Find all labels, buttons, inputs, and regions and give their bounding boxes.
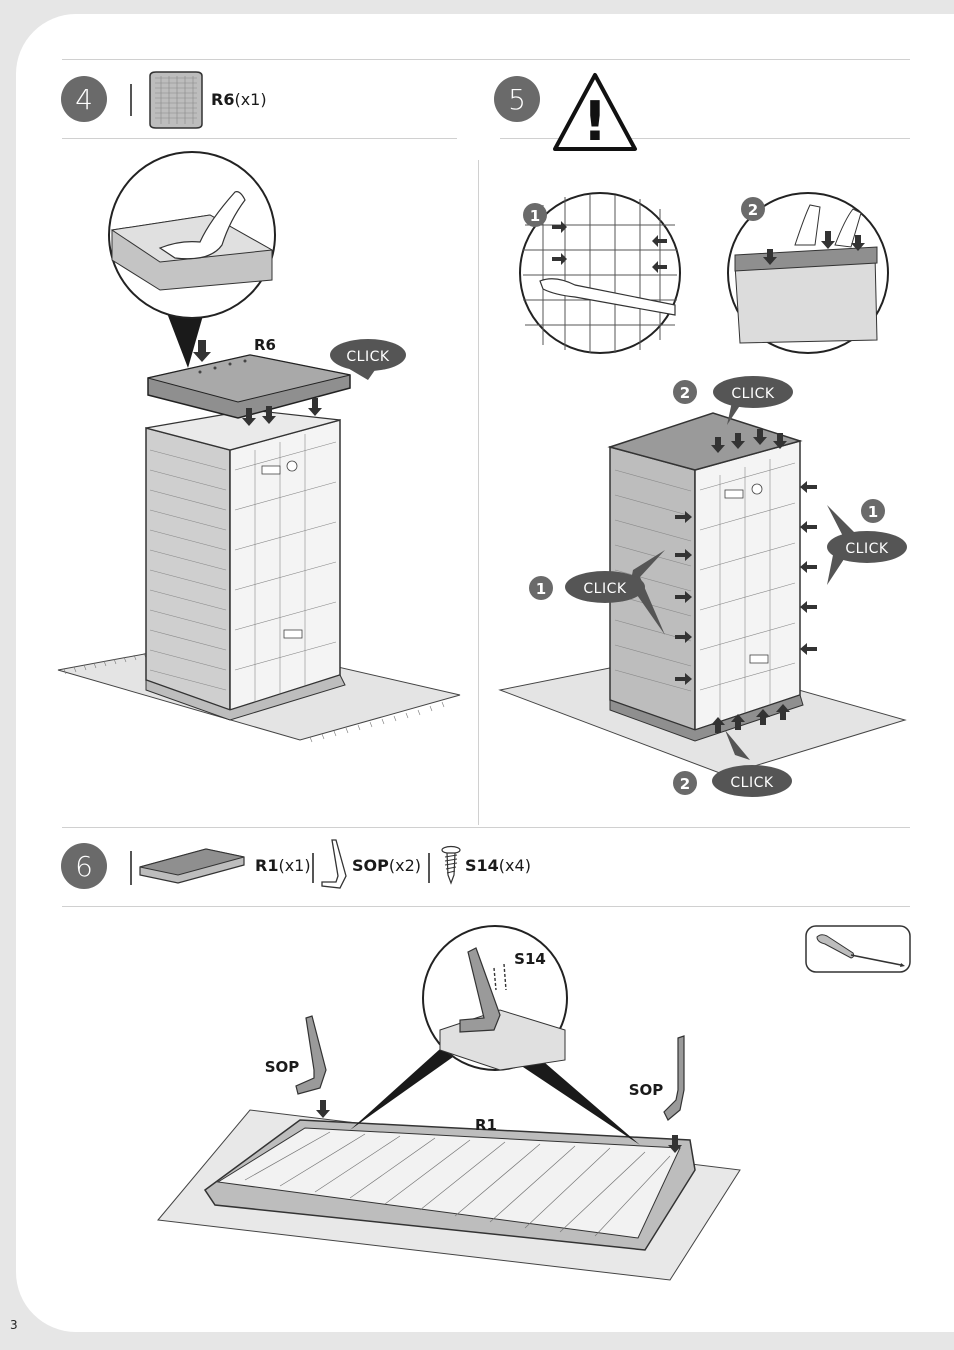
- s14-screw-icon: [441, 845, 461, 885]
- click-callout-bottom: CLICK 2: [673, 730, 792, 797]
- step5-header-rule: [500, 138, 910, 139]
- sop-right-support: [663, 1035, 685, 1153]
- step-divider: [478, 160, 479, 825]
- right-click-number: 1: [868, 503, 878, 521]
- r1-part-label: R1(x1): [255, 856, 311, 875]
- click-callout-top: CLICK 2: [673, 376, 793, 425]
- page-number: 3: [10, 1318, 18, 1332]
- click-label-left: CLICK: [583, 581, 626, 597]
- detail-2-number: 2: [748, 201, 758, 219]
- step-4-separator: [130, 84, 132, 116]
- r1-part-code: R1: [255, 856, 279, 875]
- click-callout-left: CLICK 1: [529, 550, 665, 635]
- bottom-click-number: 2: [680, 775, 690, 793]
- step-6-badge: 6: [61, 843, 107, 889]
- sop-left-support: [295, 1015, 330, 1118]
- down-arrows: [193, 340, 322, 426]
- detail-circle-1: 1: [519, 192, 681, 354]
- step6-header-rule: [62, 906, 910, 907]
- top-rule: [62, 59, 910, 60]
- step4-header-rule: [62, 138, 457, 139]
- warning-symbol: !: [583, 90, 608, 153]
- sop-part-label: SOP(x2): [352, 856, 421, 875]
- warning-triangle-icon: !: [553, 73, 637, 153]
- r6-panel-label: R6: [254, 336, 276, 354]
- click-callout-right: CLICK 1: [827, 499, 907, 585]
- step6-top-rule: [62, 827, 910, 828]
- zoom-detail-circle: [350, 925, 640, 1145]
- top-click-number: 2: [680, 384, 690, 402]
- s14-screw-label: S14: [514, 950, 546, 968]
- sop-part-code: SOP: [352, 856, 389, 875]
- r1-base: [203, 1119, 696, 1251]
- step-4-illustration: CLICK R6: [57, 151, 461, 743]
- step-4-badge: 4: [61, 76, 107, 122]
- step-6-separator: [130, 851, 132, 885]
- sop-s14-separator: [428, 853, 430, 883]
- sop-part-qty: (x2): [388, 856, 421, 875]
- zoom-detail-circle: [108, 151, 276, 368]
- r6-panel-icon: [149, 71, 203, 129]
- click-callout: CLICK: [330, 339, 406, 380]
- r1-base-icon: [139, 848, 245, 884]
- s14-part-code: S14: [465, 856, 499, 875]
- cabinet-body: [145, 409, 346, 721]
- step-5-illustration: 1 2: [498, 192, 907, 797]
- r6-lid: [147, 354, 351, 419]
- sop-right-label: SOP: [629, 1081, 664, 1099]
- detail-1-number: 1: [530, 207, 540, 225]
- r1-part-qty: (x1): [278, 856, 311, 875]
- click-label-top: CLICK: [731, 386, 774, 402]
- screwdriver-icon: [805, 925, 911, 973]
- s14-part-qty: (x4): [498, 856, 531, 875]
- step-5-badge: 5: [494, 76, 540, 122]
- detail-circle-2: 2: [727, 192, 889, 354]
- r1-sop-separator: [312, 853, 314, 883]
- r6-part-qty: (x1): [234, 90, 267, 109]
- sop-left-label: SOP: [265, 1058, 300, 1076]
- s14-part-label: S14(x4): [465, 856, 531, 875]
- sop-support-icon: [321, 839, 347, 889]
- click-label-bottom: CLICK: [730, 775, 773, 791]
- left-click-number: 1: [536, 580, 546, 598]
- click-label-right: CLICK: [845, 541, 888, 557]
- step-6-illustration: S14 SOP SOP R1: [157, 925, 741, 1281]
- r6-part-label: R6(x1): [211, 90, 267, 109]
- click-label: CLICK: [346, 349, 389, 365]
- r6-part-code: R6: [211, 90, 235, 109]
- r1-base-label: R1: [475, 1116, 497, 1134]
- assembled-cabinet: [607, 412, 817, 742]
